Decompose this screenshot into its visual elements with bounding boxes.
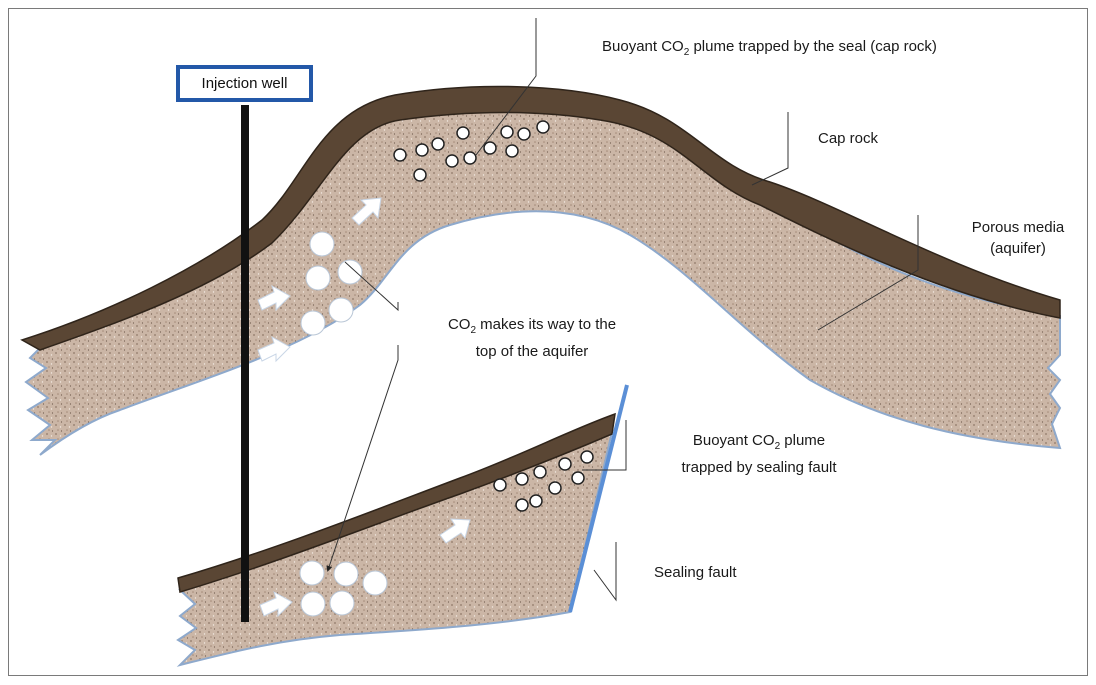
label-plume-trapped-by-fault: Buoyant CO2 plume trapped by sealing fau… — [656, 430, 862, 478]
label-text: makes its way to the — [476, 316, 616, 333]
label-text: CO — [448, 316, 471, 333]
label-plume-trapped-by-seal: Buoyant CO2 plume trapped by the seal (c… — [602, 36, 937, 63]
label-porous-media: Porous media (aquifer) — [958, 217, 1078, 259]
label-line: Porous media — [958, 217, 1078, 238]
label-text: Buoyant CO — [693, 432, 775, 449]
leader-sealing-fault — [594, 542, 616, 600]
label-line: trapped by sealing fault — [656, 457, 862, 478]
label-sealing-fault: Sealing fault — [654, 562, 737, 583]
label-text: plume — [780, 432, 825, 449]
label-line: (aquifer) — [958, 238, 1078, 259]
label-text: Buoyant CO — [602, 38, 684, 55]
label-cap-rock: Cap rock — [818, 128, 878, 149]
leader-cap-rock — [752, 112, 788, 185]
label-co2-path: CO2 makes its way to the top of the aqui… — [416, 314, 648, 362]
label-line: top of the aquifer — [416, 341, 648, 362]
label-text: plume trapped by the seal (cap rock) — [689, 38, 937, 55]
injection-well-label: Injection well — [176, 65, 313, 102]
